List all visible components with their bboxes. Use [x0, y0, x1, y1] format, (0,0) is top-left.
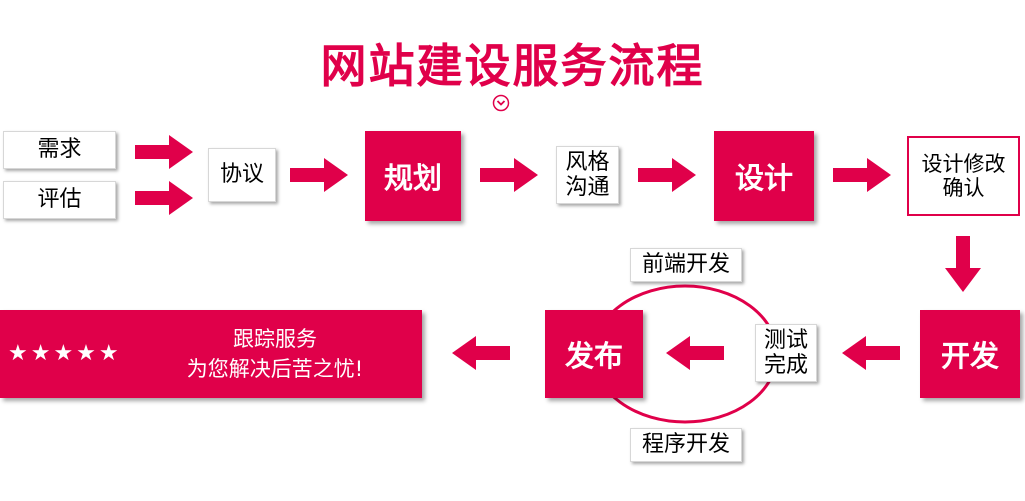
step-design-revision: 设计修改 确认	[907, 136, 1020, 216]
step-evaluate: 评估	[3, 181, 116, 219]
step-planning: 规划	[365, 131, 461, 221]
step-demand: 需求	[3, 131, 116, 169]
arrow-right-icon	[135, 135, 193, 169]
step-style-communication: 风格 沟通	[556, 146, 619, 204]
banner-line1: 跟踪服务	[233, 327, 317, 351]
arrow-right-icon	[290, 158, 348, 192]
step-test-complete: 测试 完成	[755, 324, 817, 382]
chevron-down-circle-icon	[492, 94, 510, 112]
arrow-right-icon	[833, 158, 891, 192]
banner-line2: 为您解决后苦之忧!	[186, 357, 364, 382]
step-test-line2: 完成	[763, 353, 808, 378]
arrow-left-icon	[842, 336, 900, 370]
step-revise-line2: 确认	[942, 176, 985, 200]
arrow-left-icon	[666, 336, 724, 370]
step-development: 开发	[920, 310, 1020, 398]
step-release: 发布	[545, 310, 643, 398]
step-frontend-development: 前端开发	[630, 248, 742, 282]
step-style-line1: 风格	[565, 149, 610, 175]
step-program-development: 程序开发	[630, 428, 742, 462]
arrow-right-icon	[135, 181, 193, 215]
step-revise-line1: 设计修改	[921, 151, 1006, 176]
step-style-line2: 沟通	[565, 175, 610, 200]
step-test-line1: 测试	[763, 327, 808, 353]
page-title: 网站建设服务流程	[320, 39, 705, 93]
star-icon: ★★★★★	[8, 341, 122, 366]
arrow-right-icon	[480, 158, 538, 192]
step-design: 设计	[714, 131, 814, 221]
step-agreement: 协议	[208, 148, 276, 202]
arrow-down-icon	[945, 236, 981, 292]
arrow-left-icon	[452, 336, 510, 370]
follow-up-service-banner: ★★★★★ 跟踪服务 为您解决后苦之忧!	[0, 310, 422, 398]
arrow-right-icon	[638, 158, 696, 192]
banner-slogan: 跟踪服务 为您解决后苦之忧!	[140, 324, 410, 385]
